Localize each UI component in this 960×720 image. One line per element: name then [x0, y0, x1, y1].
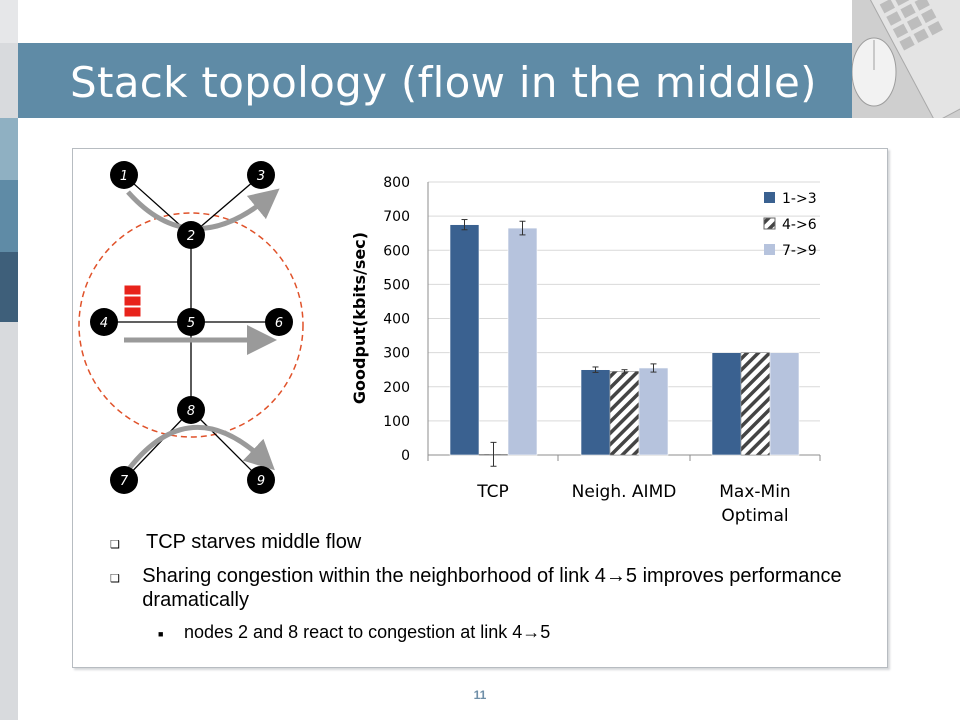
- sub-bullet-item: ■ nodes 2 and 8 react to congestion at l…: [158, 622, 550, 643]
- left-decor-blocks: [0, 0, 18, 720]
- bullet-text: TCP starves middle flow: [146, 531, 362, 553]
- bullet-square-icon: ❑: [110, 539, 120, 551]
- bullet-item: ❑ Sharing congestion within the neighbor…: [110, 564, 870, 612]
- slide-title: Stack topology (flow in the middle): [70, 58, 817, 107]
- bullet-filled-square-icon: ■: [158, 629, 164, 639]
- bullet-square-icon: ❑: [110, 573, 120, 585]
- bullet-item: ❑ TCP starves middle flow: [110, 530, 361, 554]
- keyboard-mouse-photo: [852, 0, 960, 118]
- page-number: 11: [473, 688, 487, 702]
- sub-bullet-text: nodes 2 and 8 react to congestion at lin…: [184, 622, 551, 642]
- title-bar: [18, 43, 852, 118]
- bullet-text: Sharing congestion within the neighborho…: [142, 565, 842, 611]
